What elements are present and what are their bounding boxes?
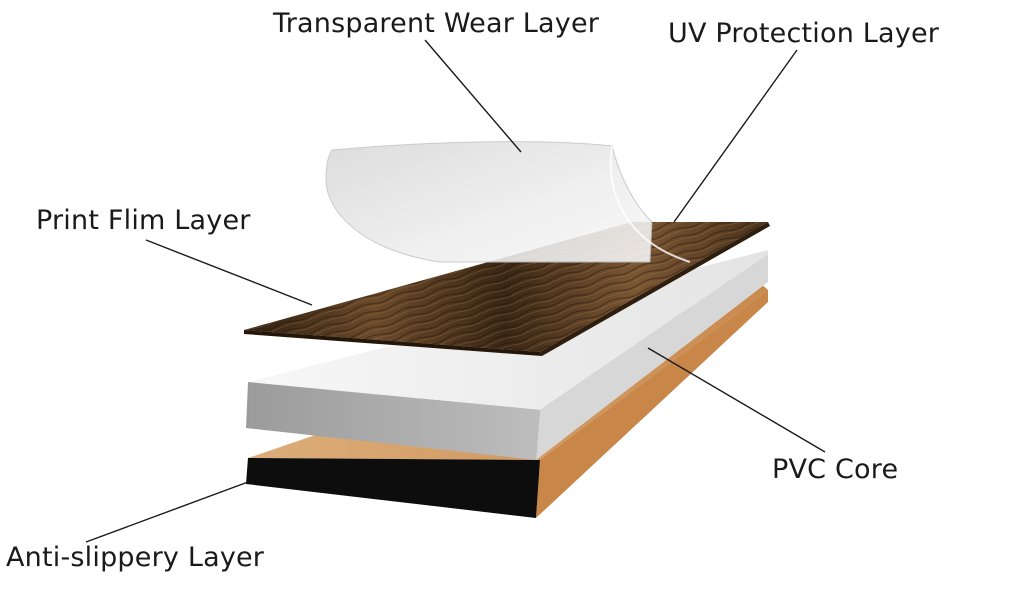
label-print-film-layer: Print Flim Layer xyxy=(36,205,251,236)
pvc-front-face xyxy=(246,382,540,460)
peeled-film xyxy=(325,141,653,263)
backing-front-face xyxy=(246,458,540,518)
label-pvc-core: PVC Core xyxy=(772,454,899,485)
pvc-side-face xyxy=(536,254,768,460)
leader-line-pvc xyxy=(647,347,826,453)
backing-side-face xyxy=(536,290,768,518)
wood-edge xyxy=(244,330,542,356)
transparent-wear-layer xyxy=(325,141,691,263)
label-anti-slippery-layer: Anti-slippery Layer xyxy=(6,542,265,573)
leader-line-print xyxy=(145,239,313,306)
leader-line-wear xyxy=(424,39,522,153)
film-fold-edge xyxy=(609,145,691,263)
label-transparent-wear-layer: Transparent Wear Layer xyxy=(273,8,600,39)
leader-lines xyxy=(85,39,826,543)
label-uv-protection-layer: UV Protection Layer xyxy=(668,18,940,49)
wood-side-edge xyxy=(540,222,770,356)
leader-line-anti xyxy=(85,481,249,543)
leader-line-uv xyxy=(673,49,798,223)
